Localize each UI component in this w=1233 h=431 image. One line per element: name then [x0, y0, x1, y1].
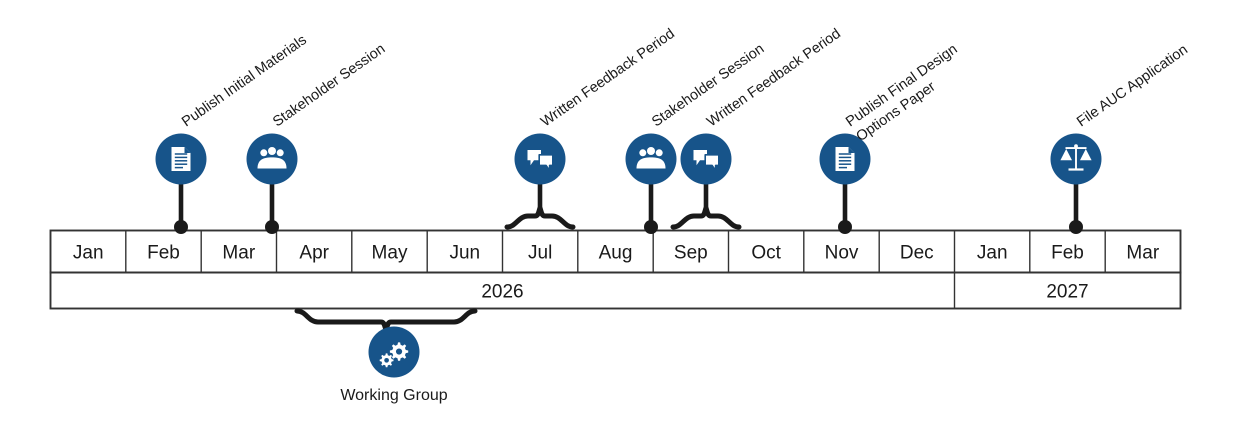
month-cell-12: Jan: [977, 243, 1008, 264]
milestone-anchor-dot: [174, 220, 188, 234]
month-cell-6: Jul: [528, 243, 552, 264]
month-cell-4: May: [372, 243, 408, 264]
month-cell-14: Mar: [1126, 243, 1159, 264]
month-cell-2: Mar: [222, 243, 255, 264]
month-cell-3: Apr: [299, 243, 329, 264]
month-cell-5: Jun: [449, 243, 480, 264]
timeline-grid: [49, 229, 1182, 310]
document-icon: [834, 146, 856, 172]
milestone-anchor-dot: [838, 220, 852, 234]
month-cell-0: Jan: [73, 243, 104, 264]
period-label-working-group: Working Group: [340, 387, 447, 404]
month-cell-1: Feb: [147, 243, 180, 264]
month-cell-13: Feb: [1051, 243, 1084, 264]
milestone-publish-final-design-options-paper[interactable]: Publish Final Design Options Paper: [819, 41, 971, 234]
year-cell-2026: 2026: [481, 282, 523, 303]
milestone-file-auc-application[interactable]: File AUC Application: [1050, 42, 1191, 234]
year-cell-2027: 2027: [1046, 282, 1088, 303]
milestone-publish-initial-materials[interactable]: Publish Initial Materials: [155, 32, 310, 234]
month-cell-9: Oct: [751, 243, 781, 264]
document-icon: [170, 146, 192, 172]
month-cell-8: Sep: [674, 243, 708, 264]
milestone-anchor-dot: [644, 220, 658, 234]
month-cell-11: Dec: [900, 243, 934, 264]
month-cell-7: Aug: [599, 243, 633, 264]
month-labels: Jan Feb Mar Apr May Jun Jul Aug Sep Oct …: [73, 243, 1160, 264]
milestone-anchor-dot: [265, 220, 279, 234]
milestone-anchor-dot: [1069, 220, 1083, 234]
milestone-label-6: File AUC Application: [1074, 42, 1191, 130]
year-labels: 2026 2027: [481, 282, 1088, 303]
period-working-group[interactable]: Working Group: [294, 308, 478, 404]
month-cell-10: Nov: [825, 243, 859, 264]
